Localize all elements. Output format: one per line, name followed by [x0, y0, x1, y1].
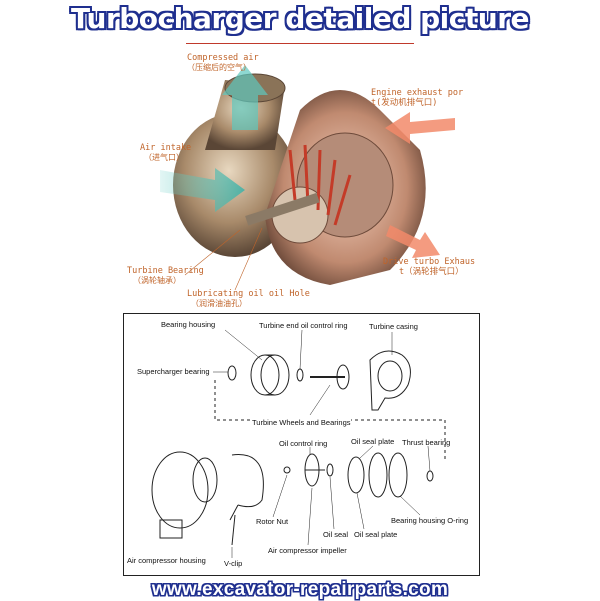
- oil-seal-plate-shape: [347, 456, 365, 494]
- turbine-wheel-shape: [336, 364, 350, 390]
- page-title: Turbocharger detailed picture: [70, 2, 530, 35]
- label-oil-seal-plate-bottom: Oil seal plate: [354, 530, 398, 539]
- label-turbine-casing: Turbine casing: [369, 322, 418, 331]
- label-turbine-wheels: Turbine Wheels and Bearings: [252, 418, 351, 427]
- o-ring-shape-1: [368, 452, 388, 498]
- o-ring-shape-2: [388, 452, 408, 498]
- rotor-nut-shape: [283, 466, 291, 474]
- label-oil-seal-plate-top: Oil seal plate: [351, 437, 395, 446]
- label-rotor-nut: Rotor Nut: [256, 517, 289, 526]
- label-engine-exhaust-1: Engine exhaust por: [371, 88, 464, 98]
- engine-exhaust-arrow: [385, 112, 455, 144]
- label-air-intake: Air intake: [140, 143, 192, 153]
- label-air-compressor-impeller: Air compressor impeller: [268, 546, 347, 555]
- label-drive-turbo-1: Drive turbo Exhaus: [383, 257, 476, 267]
- label-oil-seal: Oil seal: [323, 530, 349, 539]
- oil-seal-shape: [326, 463, 334, 477]
- label-supercharger-bearing: Supercharger bearing: [137, 367, 210, 376]
- assembly-path: [214, 380, 446, 460]
- label-compressed-air-cn: （压缩后的空气）: [187, 63, 251, 72]
- label-lube-hole: Lubricating oil oil Hole: [187, 289, 310, 299]
- label-air-intake-cn: （进气口）: [144, 153, 184, 162]
- label-oil-control-ring: Oil control ring: [279, 439, 328, 448]
- turbine-end-ring-shape: [296, 368, 304, 382]
- title-underline: [186, 43, 414, 44]
- label-thrust-bearing: Thrust bearing: [402, 438, 451, 447]
- label-engine-exhaust-2: t(发动机排气口): [371, 98, 438, 108]
- label-air-compressor-housing: Air compressor housing: [127, 556, 206, 565]
- label-turbine-bearing: Turbine Bearing: [127, 266, 204, 276]
- label-v-clip: V-clip: [224, 559, 243, 568]
- label-bearing-housing: Bearing housing: [161, 320, 216, 329]
- v-clip-shape: [231, 454, 264, 508]
- supercharger-bearing-shape: [227, 365, 237, 381]
- air-intake-arrow: [160, 168, 245, 212]
- exploded-leader-lines: [213, 329, 431, 558]
- exploded-view-frame: [123, 313, 480, 576]
- label-turbine-end-ring: Turbine end oil control ring: [259, 321, 348, 330]
- label-turbine-bearing-cn: （涡轮轴承）: [133, 276, 181, 285]
- label-bearing-o-ring: Bearing housing O-ring: [391, 516, 469, 525]
- thrust-bearing-shape: [426, 470, 434, 482]
- label-compressed-air: Compressed air: [187, 53, 259, 63]
- leader-lines: [184, 227, 263, 291]
- label-lube-hole-cn: （润滑油油孔）: [191, 299, 247, 308]
- turbo-exhaust-arrow: [386, 225, 440, 258]
- label-drive-turbo-2: t（涡轮排气口）: [399, 267, 464, 277]
- compressor-housing-outline: [151, 451, 209, 529]
- compressed-air-arrow: [222, 65, 268, 130]
- website-footer: www.excavator-repairparts.com: [151, 579, 449, 600]
- turbine-casing-shape: [369, 350, 411, 411]
